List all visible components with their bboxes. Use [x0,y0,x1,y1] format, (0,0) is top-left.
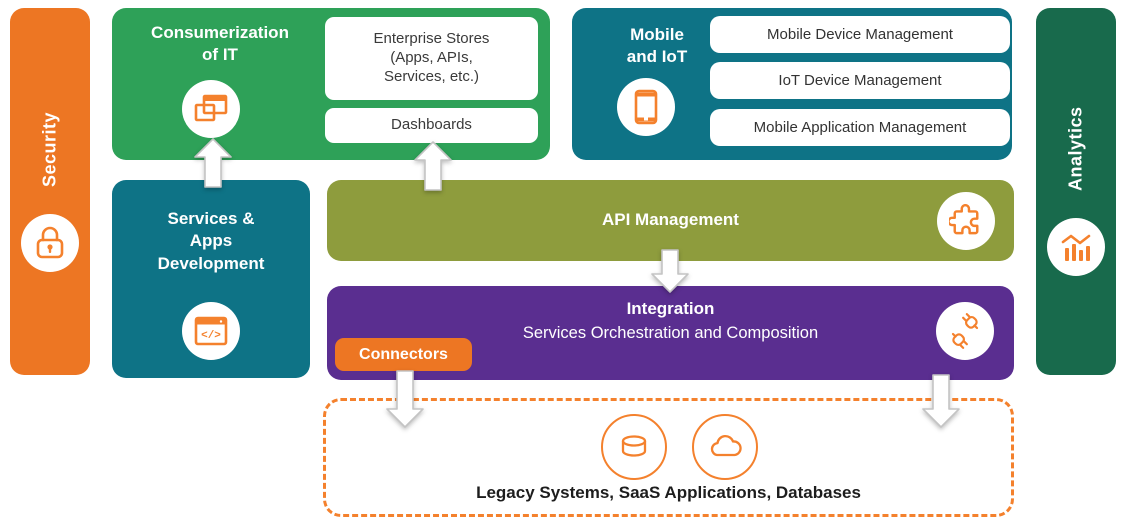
app-windows-icon [194,94,228,122]
consumerization-title: Consumerization of IT [151,23,289,65]
security-bar: Security [10,8,90,375]
services-apps-box: Services & Apps Development </> [112,180,310,378]
arrow-up-api-to-dashboards [414,141,452,191]
consumerization-box: Consumerization of IT Enterprise Stores … [112,8,550,160]
svg-text:</>: </> [201,330,221,342]
integration-bar: Integration Services Orchestration and C… [327,286,1014,380]
services-apps-title: Services & Apps Development [157,209,265,273]
services-apps-icon-circle: </> [182,302,240,360]
legacy-systems-box: Legacy Systems, SaaS Applications, Datab… [323,398,1014,517]
smartphone-icon [634,89,658,125]
api-icon-circle [937,192,995,250]
puzzle-icon [949,204,979,235]
integration-subtitle: Services Orchestration and Composition [522,324,819,343]
legacy-systems-label: Legacy Systems, SaaS Applications, Datab… [476,483,861,502]
database-icon-circle [601,414,667,480]
api-management-label: API Management [602,210,739,230]
code-window-icon: </> [194,316,228,346]
arrow-down-integration-to-legacy [922,374,960,428]
integration-title: Integration [626,299,715,318]
mobile-iot-title: Mobile and IoT [626,25,688,67]
iot-dm-pill: IoT Device Management [710,62,1010,99]
arrow-down-api-to-integration [651,249,689,293]
mdm-pill: Mobile Device Management [710,16,1010,53]
plugs-icon [951,313,979,349]
arrow-down-connectors-to-legacy [386,370,424,428]
database-icon [621,435,647,457]
security-icon-circle [21,214,79,272]
analytics-bar: Analytics [1036,8,1116,375]
analytics-icon-circle [1047,218,1105,276]
connectors-tag: Connectors [335,338,472,371]
lock-icon [36,226,64,259]
enterprise-stores-box: Enterprise Stores (Apps, APIs, Services,… [325,17,538,100]
analytics-chart-icon [1061,234,1091,261]
cloud-icon [710,434,742,457]
arrow-up-services-to-consumerization [194,138,232,188]
cloud-icon-circle [692,414,758,480]
consumerization-icon-circle [182,80,240,138]
dashboards-box: Dashboards [325,108,538,143]
mam-pill: Mobile Application Management [710,109,1010,146]
integration-icon-circle [936,302,994,360]
api-management-bar: API Management [327,180,1014,261]
mobile-iot-box: Mobile and IoT Mobile Device Management … [572,8,1012,160]
mobile-iot-icon-circle [617,78,675,136]
